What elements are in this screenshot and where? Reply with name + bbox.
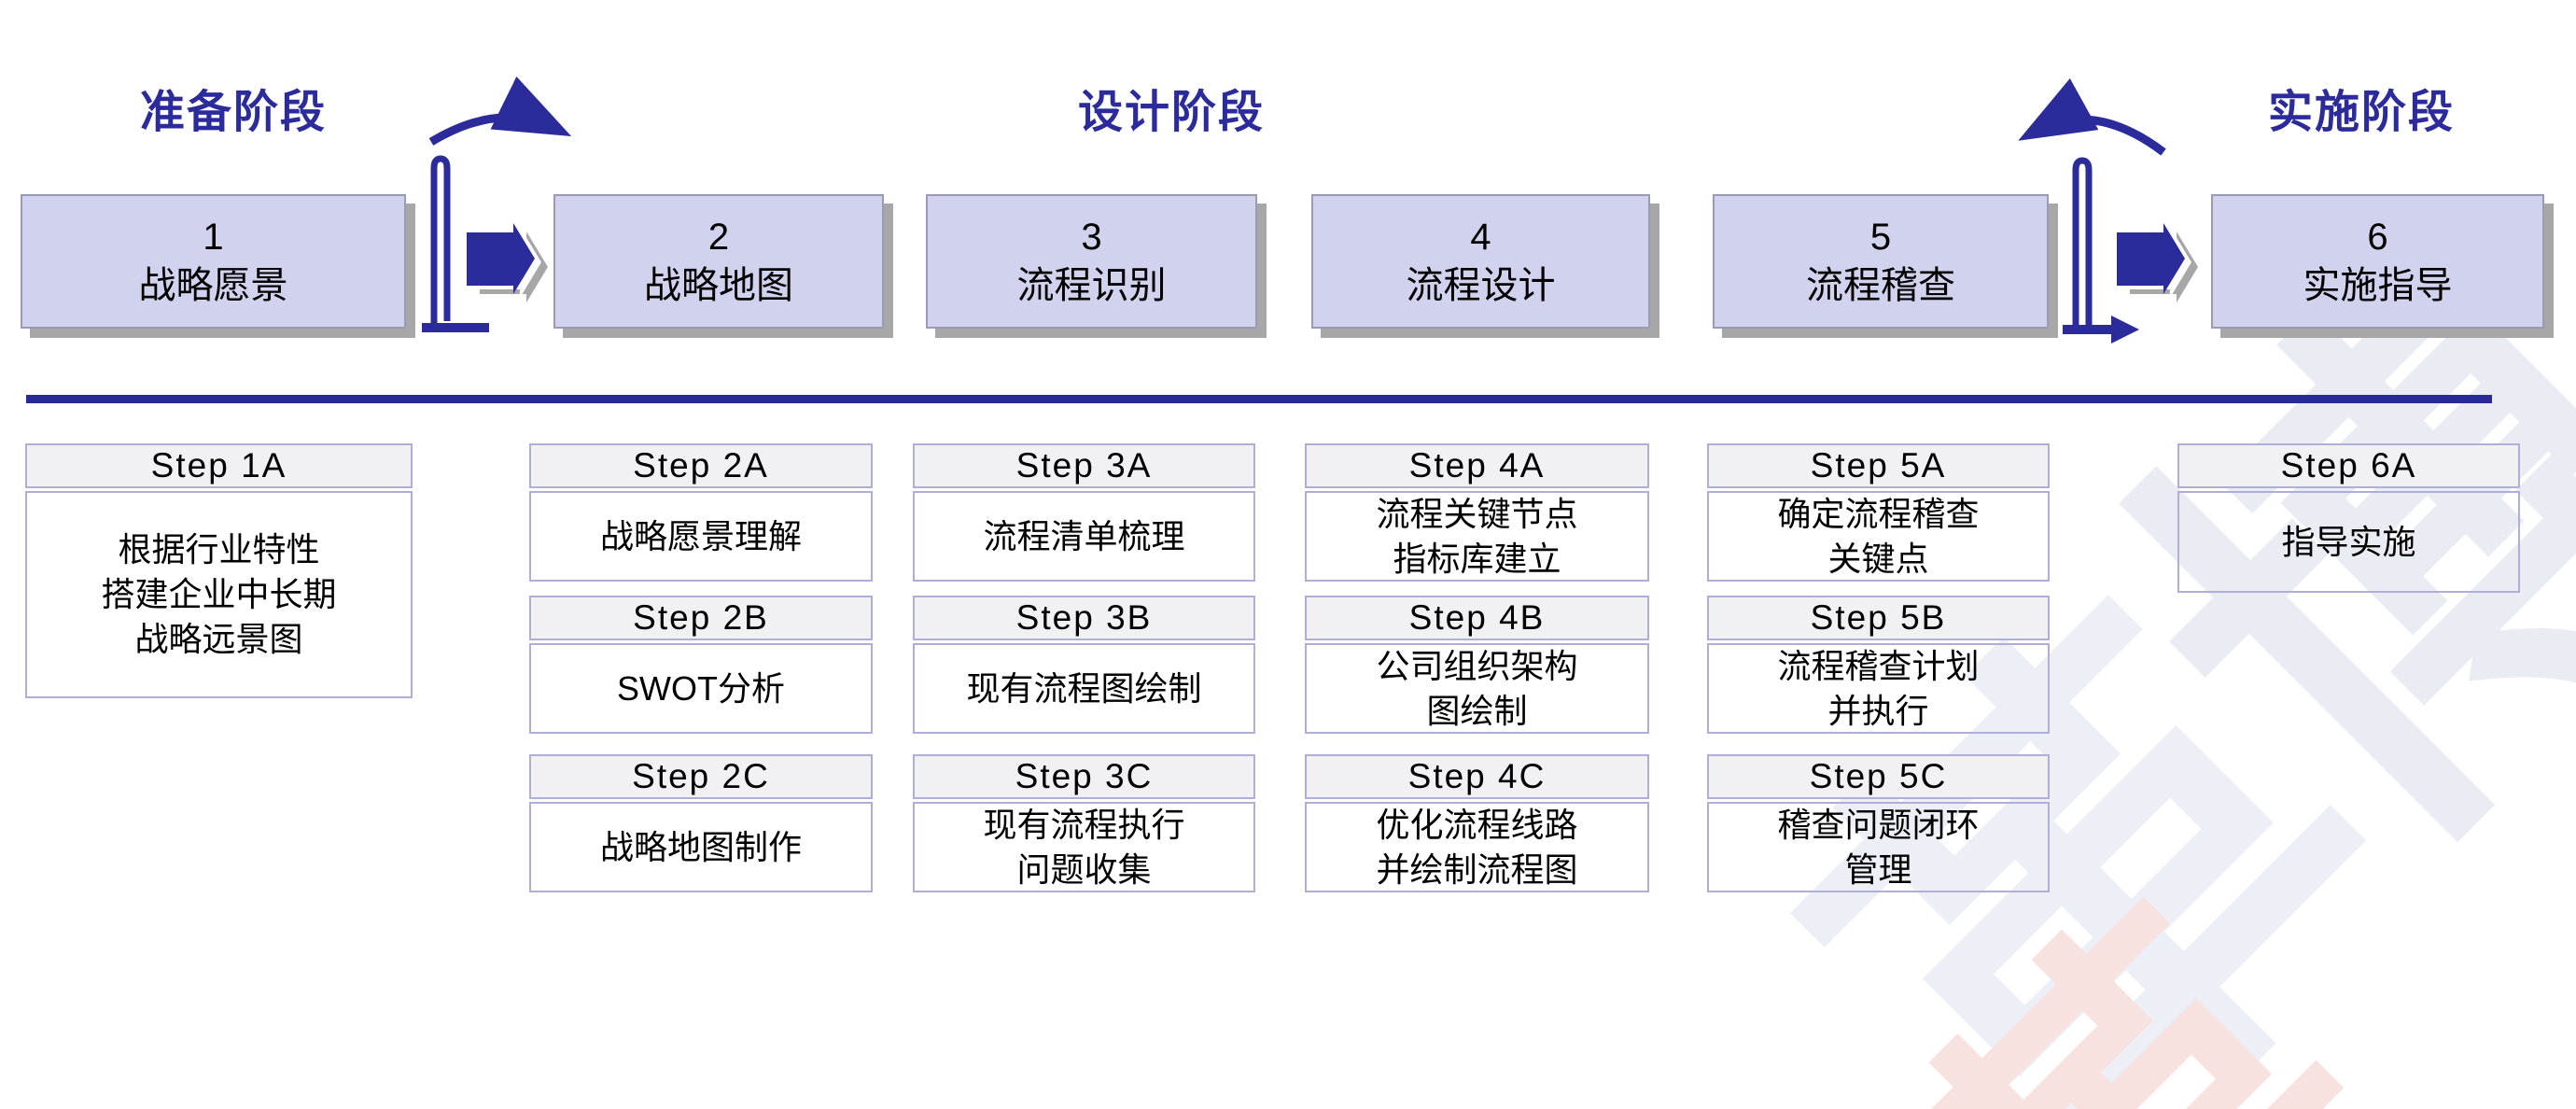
loop-arrow-left-icon (2018, 77, 2166, 156)
flow-box-number: 1 (203, 217, 224, 258)
flow-box-label: 流程稽查 (1806, 265, 1955, 306)
step-card-title: Step 3C (913, 754, 1255, 799)
step-card-text: 公司组织架构 图绘制 (1305, 643, 1649, 734)
step-card-title: Step 3A (913, 443, 1255, 488)
block-arrow-right-icon (467, 223, 548, 302)
step-card-text: SWOT分析 (529, 643, 873, 734)
step-card-title: Step 5C (1707, 754, 2050, 799)
step-card-text: 流程清单梳理 (913, 491, 1255, 582)
flow-box-5-process-audit: 5 流程稽查 (1713, 194, 2049, 329)
step-card-title: Step 2A (529, 443, 873, 488)
flow-box-number: 6 (2367, 217, 2388, 258)
step-card-text: 流程稽查计划 并执行 (1707, 643, 2050, 734)
step-card-text: 现有流程执行 问题收集 (913, 802, 1255, 892)
flow-box-label: 流程识别 (1016, 265, 1167, 306)
step-card-title: Step 5A (1707, 443, 2050, 488)
flow-box-number: 5 (1869, 217, 1892, 258)
loop-arrow-right-icon (428, 76, 572, 146)
step-card-title: Step 4C (1305, 754, 1649, 799)
step-card-title: Step 2B (529, 596, 873, 640)
flow-box-label: 实施指导 (2303, 265, 2453, 306)
flow-box-1-strategic-vision: 1 战略愿景 (21, 194, 406, 329)
step-card-text: 根据行业特性 搭建企业中长期 战略远景图 (25, 491, 413, 698)
step-card-title: Step 4B (1305, 596, 1649, 640)
step-card-text: 战略地图制作 (529, 802, 873, 892)
step-card-text: 指导实施 (2177, 491, 2520, 593)
step-card-title: Step 3B (913, 596, 1255, 640)
phase-label-preparation: 准备阶段 (139, 88, 327, 137)
flow-box-2-strategy-map: 2 战略地图 (553, 194, 884, 329)
phase-label-implementation: 实施阶段 (2267, 88, 2455, 137)
step-card-text: 战略愿景理解 (529, 491, 873, 582)
flow-box-6-implementation-guidance: 6 实施指导 (2211, 194, 2544, 329)
step-card-text: 稽查问题闭环 管理 (1707, 802, 2050, 892)
flow-box-number: 3 (1081, 217, 1102, 258)
block-arrow-right-icon (2117, 223, 2198, 302)
flow-box-label: 战略地图 (644, 265, 793, 306)
flow-box-3-process-identification: 3 流程识别 (926, 194, 1257, 329)
step-card-title: Step 2C (529, 754, 873, 799)
step-card-title: Step 5B (1707, 596, 2050, 640)
step-card-text: 确定流程稽查 关键点 (1707, 491, 2050, 582)
step-card-text: 流程关键节点 指标库建立 (1305, 491, 1649, 582)
step-card-title: Step 1A (25, 443, 413, 488)
flow-box-number: 4 (1470, 217, 1491, 258)
step-card-title: Step 4A (1305, 443, 1649, 488)
step-card-text: 现有流程图绘制 (913, 643, 1255, 734)
gate-connector-icon (422, 155, 489, 332)
flow-box-number: 2 (707, 217, 730, 258)
step-card-title: Step 6A (2177, 443, 2520, 488)
flow-box-label: 战略愿景 (138, 265, 288, 306)
gate-connector-arrow-icon (2063, 157, 2139, 344)
flow-box-4-process-design: 4 流程设计 (1311, 194, 1650, 329)
flow-box-label: 流程设计 (1406, 265, 1556, 306)
step-card-text: 优化流程线路 并绘制流程图 (1305, 802, 1649, 892)
divider-line (26, 395, 2492, 403)
phase-label-design: 设计阶段 (1077, 88, 1265, 137)
